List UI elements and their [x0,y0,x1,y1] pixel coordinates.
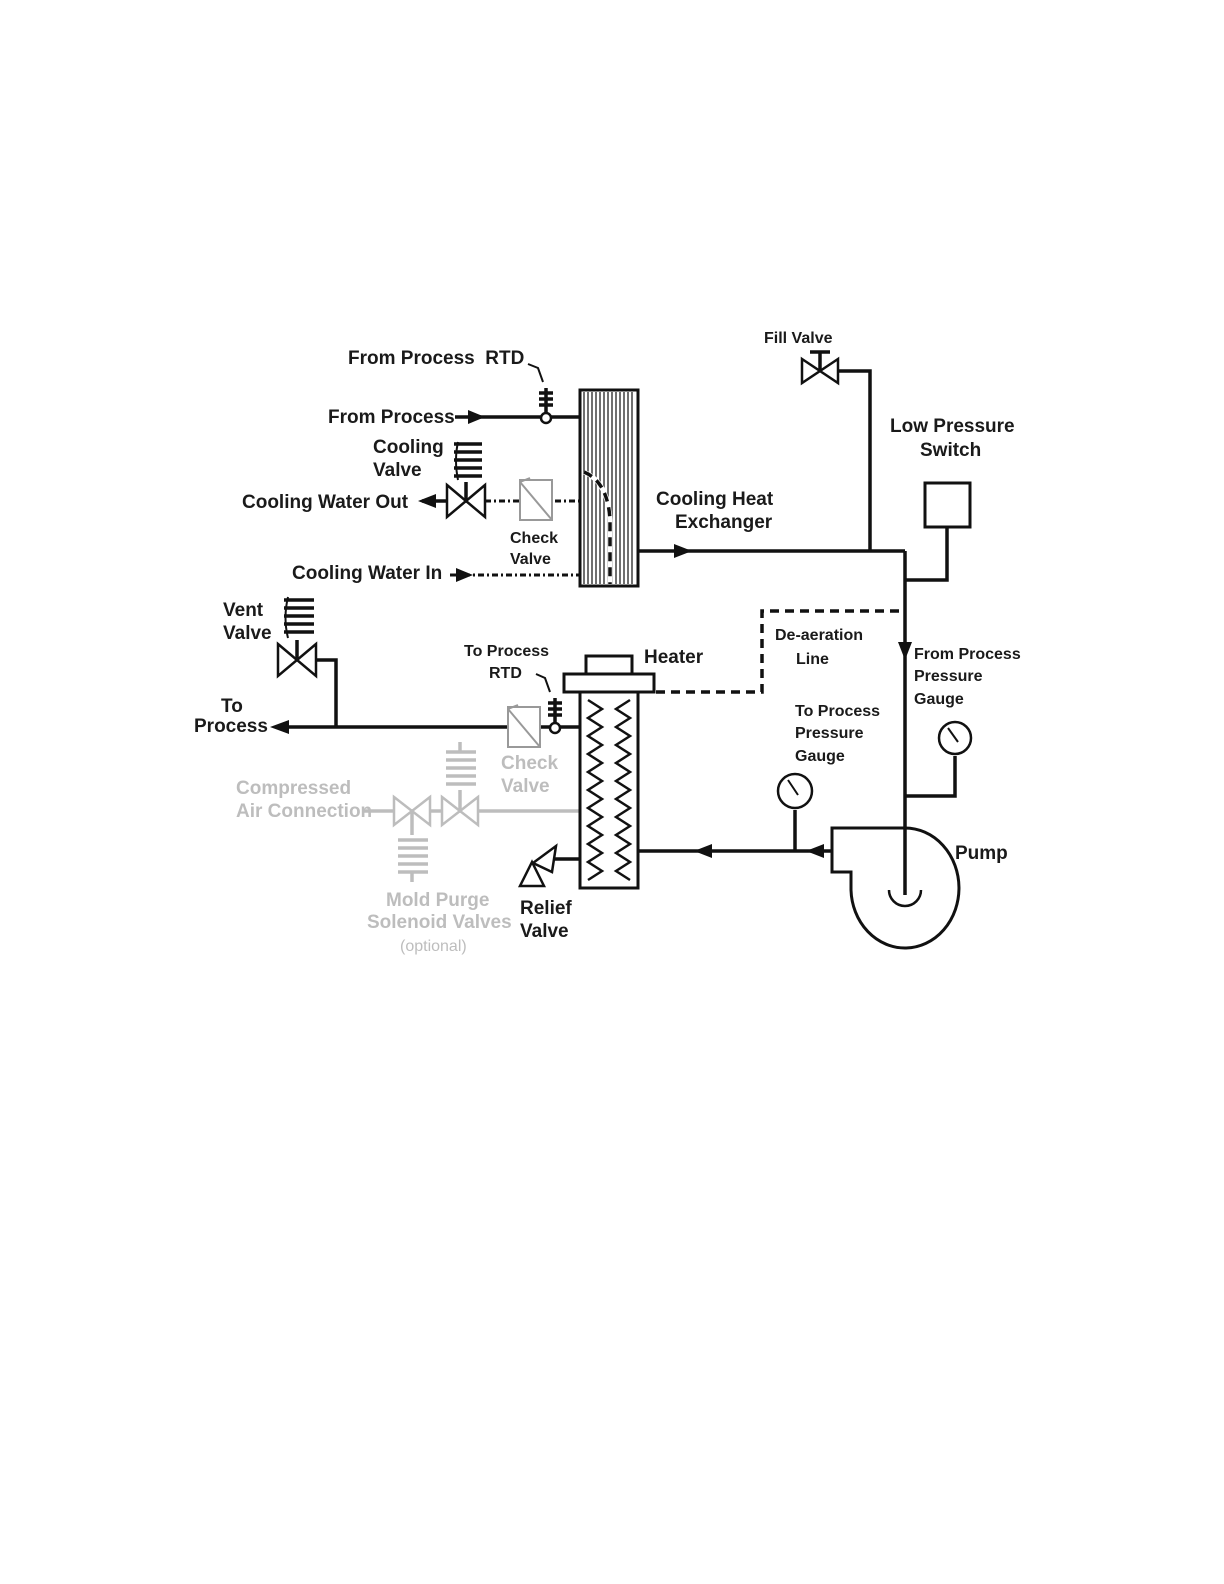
label-compressed-air-2: Air Connection [236,801,372,822]
label-deaeration-line-2: Line [796,651,829,668]
vent-valve-pipe [316,658,338,727]
arrow-from-process [468,410,485,424]
label-check-valve-top-2: Valve [510,551,551,568]
label-cooling-water-out: Cooling Water Out [242,492,409,513]
relief-valve-symbol [517,843,558,888]
to-process-pressure-gauge-symbol [776,772,814,810]
arrow-cooling-in [456,568,473,582]
hx-internal-dashed [583,470,612,584]
labels: Fill Valve From Process RTD From Process… [194,330,1021,955]
pump-symbol [830,826,961,950]
label-low-pressure-switch-2: Switch [920,440,981,461]
arrow-to-process [270,720,289,734]
label-check-valve-bottom-1: Check [501,753,558,774]
label-low-pressure-switch-1: Low Pressure [890,416,1015,437]
label-vent-valve-2: Valve [223,623,272,644]
label-heater: Heater [644,647,704,668]
label-mold-purge-2: Solenoid Valves [367,912,512,933]
label-to-process-rtd-2: RTD [489,665,522,682]
from-process-pressure-gauge-symbol [937,720,973,756]
arrow-hx-outlet [674,544,692,558]
label-relief-valve-1: Relief [520,898,572,919]
label-fill-valve: Fill Valve [764,330,833,347]
label-pump: Pump [955,843,1008,864]
label-from-process-pressure-gauge-2: Pressure [914,668,983,685]
label-from-process-pressure-gauge-3: Gauge [914,691,964,708]
label-to-process-pressure-gauge-1: To Process [795,703,880,720]
fill-valve-pipe [838,369,872,551]
vent-valve-symbol [276,596,318,679]
fill-valve-symbol [800,350,840,386]
heater-symbol [562,654,656,890]
to-process-rtd [535,673,562,735]
arrow-pump-gauge [806,844,824,858]
low-pressure-switch-symbol [923,481,972,529]
label-cooling-valve-2: Valve [373,460,422,481]
label-compressed-air-1: Compressed [236,778,351,799]
label-to-process-1: To [221,696,243,717]
label-to-process-pressure-gauge-2: Pressure [795,725,864,742]
from-gauge-pipe [905,756,957,798]
label-relief-valve-2: Valve [520,921,569,942]
arrow-to-heater [694,844,712,858]
flow-arrows [270,410,912,858]
label-to-process-pressure-gauge-3: Gauge [795,748,845,765]
heater-coil [585,698,605,882]
label-from-process-rtd: From Process RTD [348,348,524,369]
from-process-rtd [527,363,553,425]
arrow-cooling-out [418,494,436,508]
heat-exchanger-tubes [583,392,633,584]
label-deaeration-line-1: De-aeration [775,627,863,644]
cooling-heat-exchanger [578,388,640,588]
label-check-valve-top-1: Check [510,530,558,547]
label-cooling-valve-1: Cooling [373,437,444,458]
arrow-trunk-down [898,642,912,660]
heater-coil [613,698,633,882]
label-cooling-heat-exchanger-2: Exchanger [675,512,773,533]
pressure-switch-pipe [905,527,949,582]
cooling-valve-actuator [454,441,482,481]
label-cooling-water-in: Cooling Water In [292,563,442,584]
deaeration-line [656,609,905,694]
label-check-valve-bottom-2: Valve [501,776,550,797]
label-to-process-rtd-1: To Process [464,643,549,660]
vent-valve-actuator [284,596,314,639]
check-valve-top-symbol [519,477,553,521]
cooling-valve-symbol [445,441,487,520]
label-from-process: From Process [328,407,455,428]
label-to-process-2: Process [194,716,268,737]
mold-purge-solenoid-valves-symbol [392,742,480,882]
label-mold-purge-1: Mold Purge [386,890,489,911]
label-from-process-pressure-gauge-1: From Process [914,646,1021,663]
check-valve-bottom-symbol [507,704,541,748]
label-cooling-heat-exchanger-1: Cooling Heat [656,489,774,510]
label-vent-valve-1: Vent [223,600,264,621]
label-mold-purge-3: (optional) [400,938,467,955]
